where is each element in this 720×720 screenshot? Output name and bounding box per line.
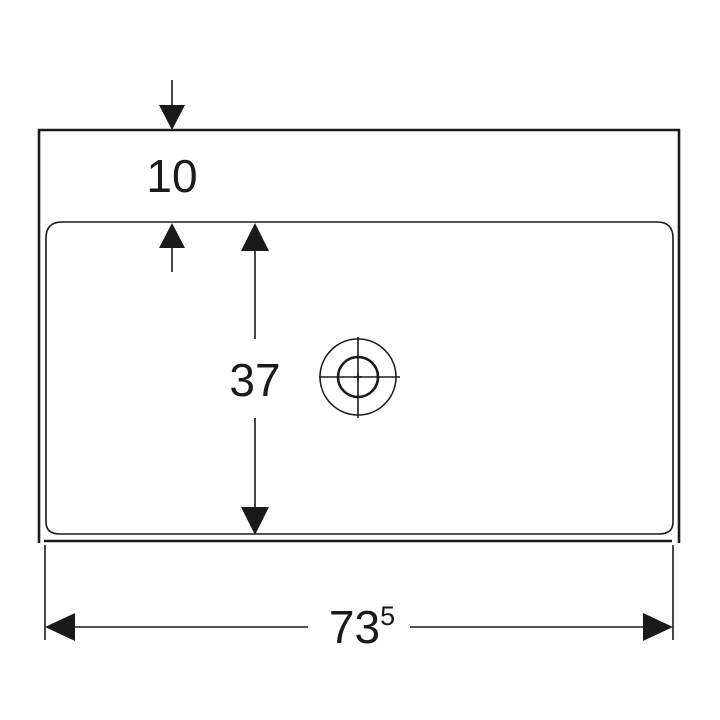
rim-depth-dimension: [159, 80, 185, 272]
rim-depth-label: 10: [146, 150, 197, 202]
basin-outer-outline: [37, 128, 681, 543]
basin-depth-dimension: [241, 223, 269, 535]
width-label-main: 73: [329, 601, 380, 653]
drain-icon: [319, 337, 400, 418]
width-label: 735: [329, 601, 395, 653]
basin-depth-label: 37: [229, 354, 280, 406]
width-label-superscript: 5: [380, 601, 395, 631]
width-dimension: [44, 545, 674, 641]
basin-inner-bowl: [45, 221, 674, 535]
